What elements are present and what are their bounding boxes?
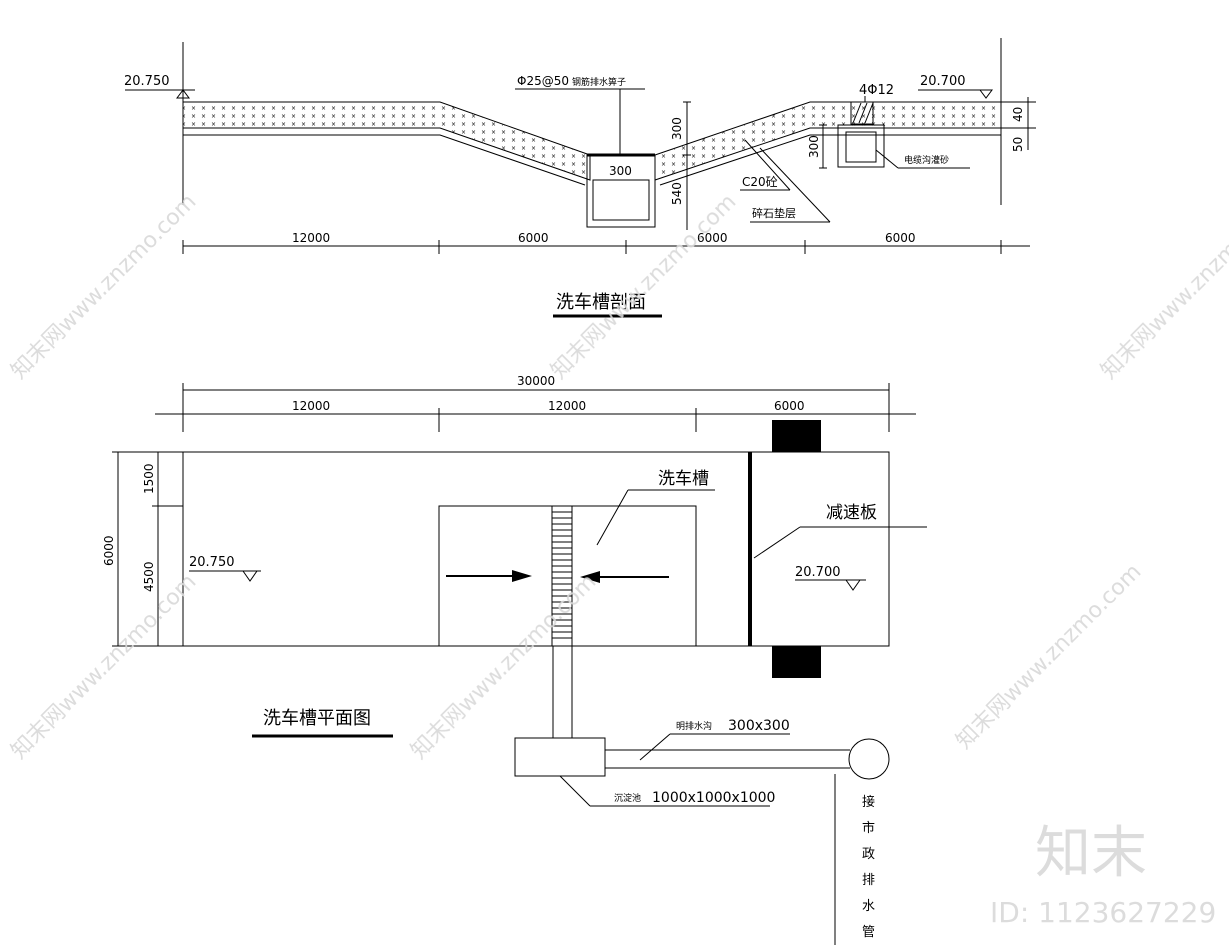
watermark-id: ID: 1123627229 (990, 896, 1216, 929)
municipal-char-4: 排 (862, 873, 875, 888)
plan-dim-3: 6000 (774, 399, 805, 413)
plan-vert-dim-1: 1500 (142, 463, 156, 494)
plan-vert-total: 6000 (102, 535, 116, 566)
plan-grate (551, 505, 573, 647)
watermark-6: 知末网www.znzmo.com (952, 559, 1147, 754)
watermark-1: 知末网www.znzmo.com (7, 189, 202, 384)
plan-title: 洗车槽平面图 (263, 708, 371, 729)
grate-note-text: 钢筋排水箅子 (572, 76, 626, 88)
concrete-label: C20砼 (742, 175, 778, 189)
bump-block-bottom (772, 646, 821, 678)
municipal-char-5: 水 (862, 899, 875, 914)
ditch-note-small: 明排水沟 (676, 720, 712, 732)
dim-540: 540 (670, 182, 684, 205)
municipal-char-3: 政 (862, 847, 875, 862)
dim-300-b: 300 (807, 135, 821, 158)
plan-view: 30000 12000 12000 6000 6000 1500 4500 (102, 374, 927, 945)
tank-size: 1000x1000x1000 (652, 790, 775, 806)
plan-grate-hatch (552, 511, 572, 639)
municipal-char-6: 管 (862, 925, 875, 940)
grate-note-code: Φ25@50 (517, 74, 569, 88)
plan-vert-dim-2: 4500 (142, 561, 156, 592)
section-dim-2: 6000 (518, 231, 549, 245)
watermark-2: 知末网www.znzmo.com (547, 189, 742, 384)
section-elev-right: 20.700 (920, 74, 966, 89)
plan-dim-1: 12000 (292, 399, 330, 413)
watermark-brand: 知末 (1035, 821, 1147, 886)
municipal-char-2: 市 (862, 820, 875, 836)
pavement-slab (182, 101, 591, 181)
watermark-3: 知末网www.znzmo.com (1097, 189, 1229, 384)
cable-label: 电缆沟灌砂 (904, 154, 949, 166)
rebar-label: 4Φ12 (859, 83, 894, 98)
ditch-size: 300x300 (728, 718, 790, 734)
plan-elev-right: 20.700 (795, 565, 841, 580)
settling-tank (514, 737, 606, 777)
manhole (848, 738, 890, 780)
plan-dim-2: 12000 (548, 399, 586, 413)
wash-label: 洗车槽 (658, 469, 709, 489)
gravel-label: 碎石垫层 (752, 206, 796, 220)
municipal-char-1: 接 (862, 794, 875, 810)
section-title: 洗车槽剖面 (556, 292, 646, 313)
tank-note-small: 沉淀池 (614, 792, 641, 804)
section-dim-1: 12000 (292, 231, 330, 245)
cable-trench (837, 124, 885, 168)
section-elev-left: 20.750 (124, 74, 170, 89)
bump-block-top (772, 420, 821, 452)
watermark-4: 知末网www.znzmo.com (7, 569, 202, 764)
plan-elev-left: 20.750 (189, 555, 235, 570)
section-dim-3: 6000 (697, 231, 728, 245)
section-view: 20.750 20.700 300 Φ25@50 钢筋排水箅子 300 540 (124, 38, 1036, 318)
trench-width-label: 300 (609, 164, 632, 178)
speed-bump-label: 减速板 (826, 503, 877, 523)
plan-total-dim: 30000 (517, 374, 555, 388)
section-dim-4: 6000 (885, 231, 916, 245)
dim-50: 50 (1011, 137, 1025, 152)
municipal-pipe-label: 接 市 政 排 水 管 (862, 794, 875, 940)
dim-40: 40 (1011, 107, 1025, 122)
dim-300-a: 300 (670, 117, 684, 140)
